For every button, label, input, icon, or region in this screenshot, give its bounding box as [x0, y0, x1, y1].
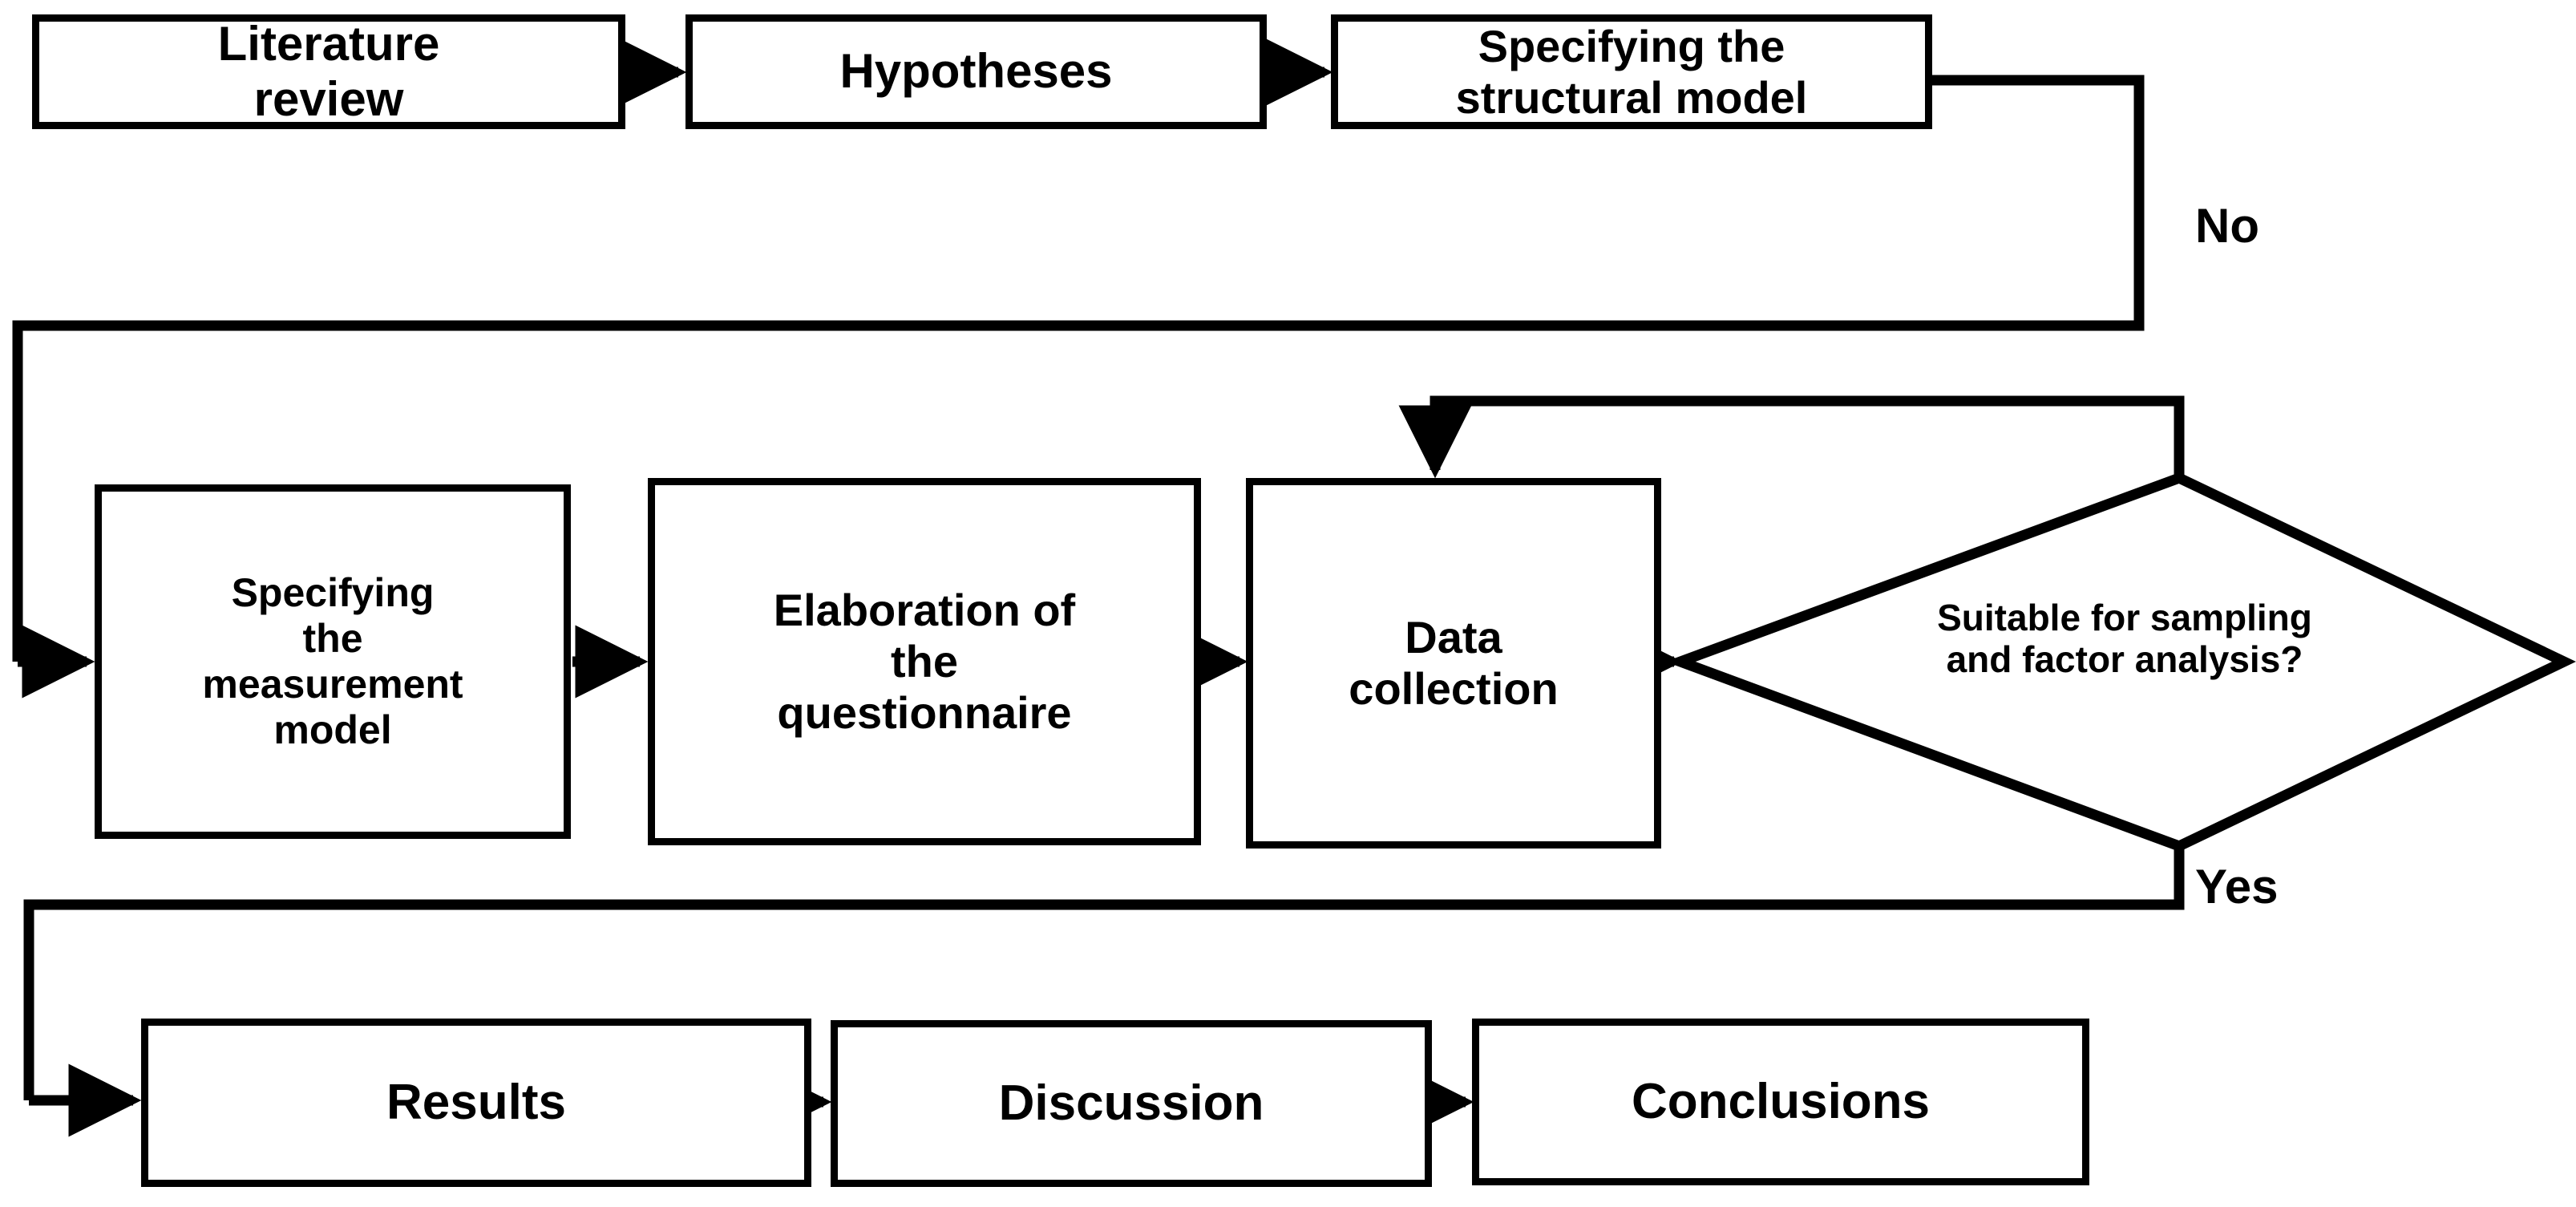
edge-label-no: No [2195, 199, 2259, 253]
edge-decision-no-to-data [1398, 395, 2185, 480]
node-data-collection[interactable]: Data collection [1246, 478, 1661, 849]
edge-label-yes: Yes [2195, 860, 2279, 913]
edge-structural-to-measurement [12, 75, 2145, 699]
node-elaboration-of-questionnaire[interactable]: Elaboration of the questionnaire [648, 478, 1201, 845]
decision-diamond[interactable] [1665, 472, 2576, 853]
node-conclusions[interactable]: Conclusions [1472, 1019, 2089, 1185]
node-specifying-structural-model[interactable]: Specifying the structural model [1331, 14, 1932, 129]
node-literature-review[interactable]: Literature review [32, 14, 625, 129]
node-discussion[interactable]: Discussion [831, 1020, 1432, 1187]
node-results[interactable]: Results [141, 1019, 811, 1187]
decision-label: Suitable for sampling and factor analysi… [1937, 597, 2312, 680]
node-hypotheses[interactable]: Hypotheses [685, 14, 1267, 129]
edge-decision-yes-to-results [23, 844, 2185, 1137]
node-specifying-measurement-model[interactable]: Specifying the measurement model [95, 484, 571, 839]
